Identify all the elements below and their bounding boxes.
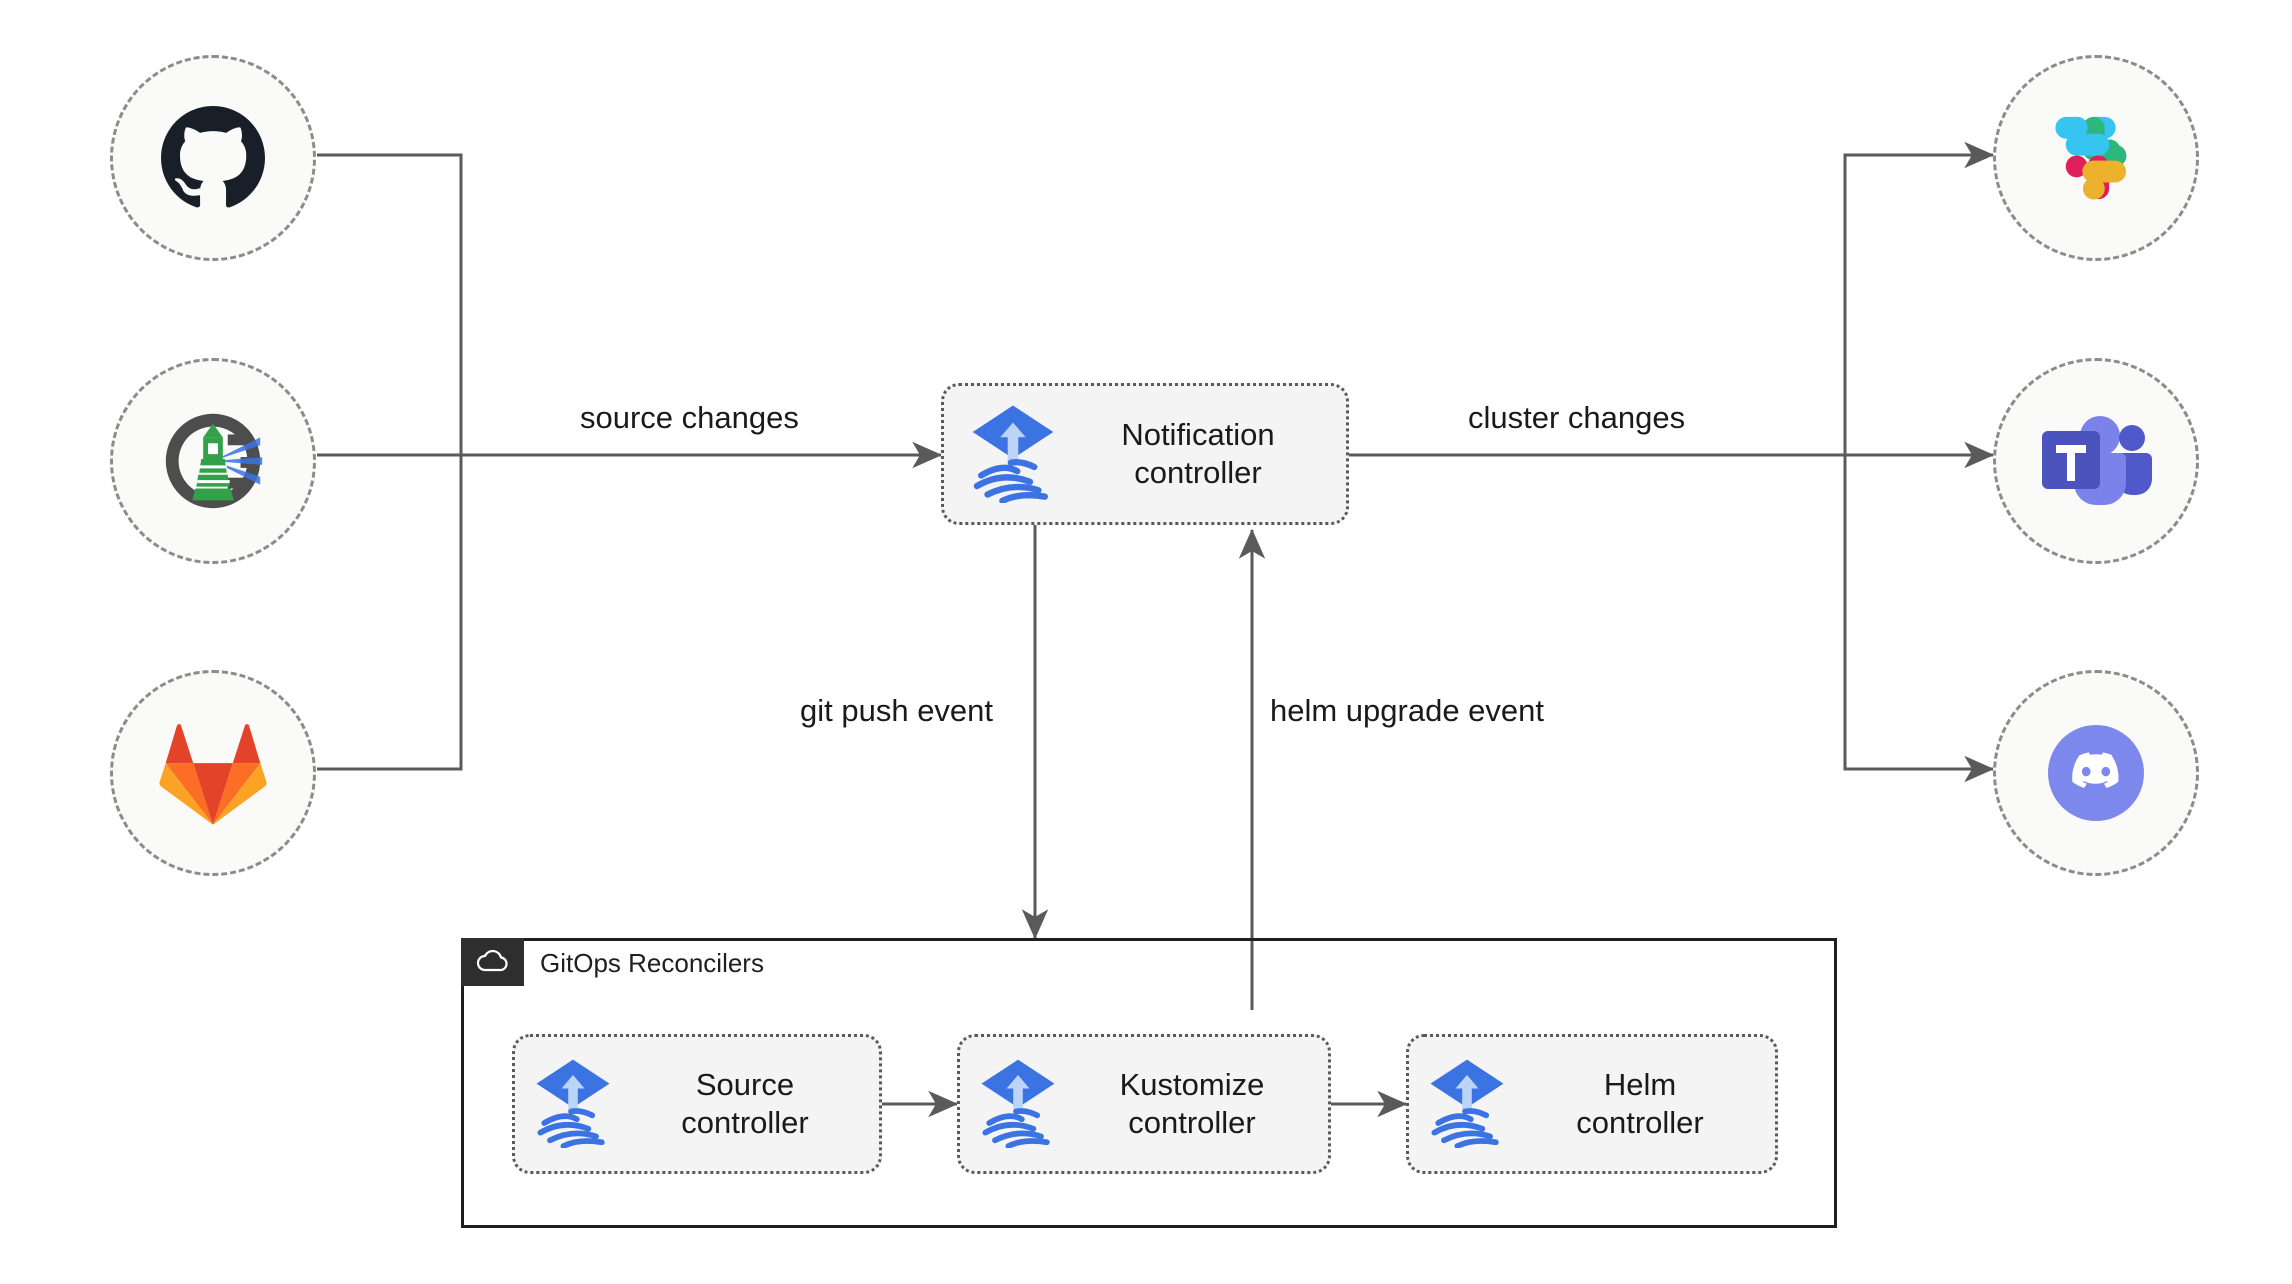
notification-controller-label: Notification controller: [1121, 417, 1275, 490]
flux-icon: [1419, 1052, 1515, 1156]
lighthouse-icon: [165, 413, 263, 509]
source-controller-label: Source controller: [681, 1067, 809, 1140]
destination-node-microsoft-teams[interactable]: [1993, 358, 2199, 564]
flux-icon: [970, 1052, 1066, 1156]
source-node-bitbucket-pipelines[interactable]: [110, 358, 316, 564]
source-node-github[interactable]: [110, 55, 316, 261]
kustomize-controller-label: Kustomize controller: [1119, 1067, 1265, 1140]
source-node-gitlab[interactable]: [110, 670, 316, 876]
flux-icon: [960, 397, 1066, 511]
kustomize-controller-box[interactable]: Kustomize controller: [957, 1034, 1331, 1174]
destination-node-slack[interactable]: [1993, 55, 2199, 261]
destination-node-discord[interactable]: [1993, 670, 2199, 876]
edge-label-git-push-event: git push event: [800, 693, 994, 728]
gitops-reconcilers-tab: [461, 938, 524, 986]
edge-gitlab-to-bus: [317, 455, 463, 771]
gitops-reconcilers-container: [461, 938, 1837, 1228]
source-controller-box[interactable]: Source controller: [512, 1034, 882, 1174]
slack-icon: [2055, 116, 2127, 200]
gitops-reconcilers-title: GitOps Reconcilers: [540, 948, 764, 978]
edge-github-to-bus: [317, 153, 463, 455]
notification-controller-box[interactable]: Notification controller: [941, 383, 1349, 525]
edge-label-source-changes: source changes: [580, 400, 799, 435]
cloud-icon: [476, 950, 508, 972]
flux-icon: [525, 1052, 621, 1156]
github-icon: [161, 106, 265, 208]
gitlab-icon: [159, 724, 267, 825]
discord-icon: [2048, 725, 2144, 821]
edge-rightbus-to-discord: [1843, 455, 1995, 783]
helm-controller-box[interactable]: Helm controller: [1406, 1034, 1778, 1174]
helm-controller-label: Helm controller: [1576, 1067, 1704, 1140]
teams-icon: [2042, 416, 2152, 505]
edge-rightbus-to-slack: [1843, 141, 1995, 455]
edge-label-helm-upgrade-event: helm upgrade event: [1270, 693, 1545, 728]
edge-label-cluster-changes: cluster changes: [1468, 400, 1686, 435]
